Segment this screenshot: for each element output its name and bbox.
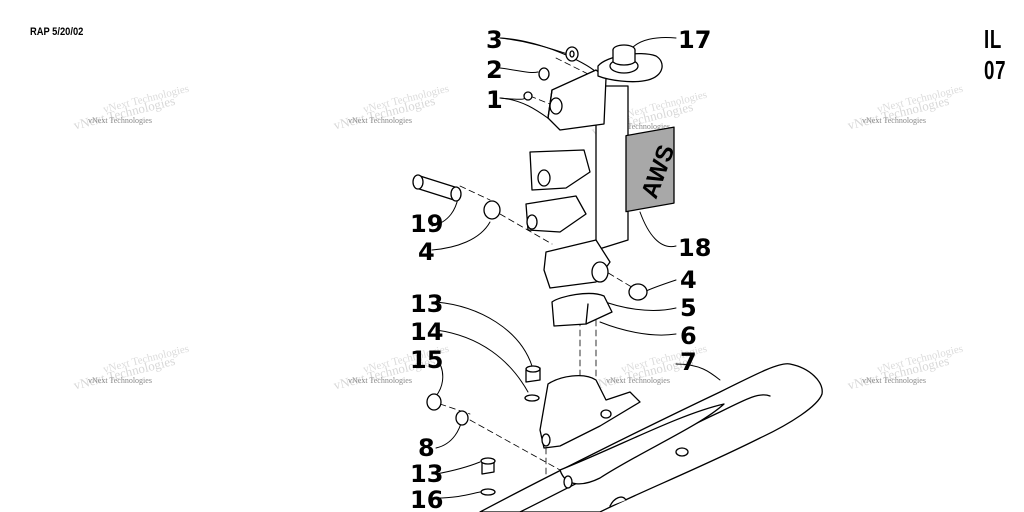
bushing-icon [426, 393, 442, 411]
watermark-text: vNext Technologies [348, 376, 412, 385]
lower-hardware [426, 365, 541, 496]
callout-number: 13 [410, 460, 443, 488]
bolt-hole-icon [537, 169, 551, 187]
watermark: vNext Technologies vNext Technologies vN… [846, 83, 990, 158]
watermark-text: vNext Technologies [348, 116, 412, 125]
watermark: vNext Technologies vNext Technologies vN… [72, 83, 216, 158]
clamp-block [543, 239, 648, 301]
watermark-text: vNext Technologies [88, 376, 152, 385]
aws-decal: AWS [625, 126, 680, 213]
callout-number: 19 [410, 210, 443, 238]
nut-icon [538, 67, 550, 81]
illustration-id: IL 07 [984, 24, 1007, 85]
bushing-icon [455, 410, 469, 426]
bushing-icon [483, 200, 501, 220]
callout-number: 4 [418, 238, 435, 266]
callout-number: 16 [410, 486, 443, 512]
rubber-cushion [551, 292, 613, 327]
washer-icon [524, 394, 540, 402]
callout-number: 1 [486, 86, 503, 114]
bushing-icon [628, 283, 648, 301]
washer-icon [480, 488, 496, 496]
callout-number: 6 [680, 322, 697, 350]
watermark: vNext Technologies vNext Technologies vN… [590, 89, 734, 164]
callout-numbers: 3 2 1 19 4 13 14 15 8 13 16 17 18 4 5 6 … [410, 26, 711, 512]
callout-number: 5 [680, 294, 697, 322]
watermark: vNext Technologies vNext Technologies vN… [332, 83, 476, 158]
small-hardware [523, 46, 579, 101]
callout-number: 4 [680, 266, 697, 294]
watermark-text: vNext Technologies [606, 376, 670, 385]
bolt-hole-icon [526, 214, 538, 230]
bushing-icon [523, 91, 533, 101]
bolt-hole-icon [563, 475, 573, 489]
spindle-column [525, 69, 629, 251]
bolt-hole-icon [549, 97, 563, 115]
callout-number: 14 [410, 318, 443, 346]
watermark-text: vNext Technologies [862, 116, 926, 125]
callout-number: 2 [486, 56, 503, 84]
callout-number: 18 [678, 234, 711, 262]
watermark-text: vNext Technologies [88, 116, 152, 125]
date-stamp: RAP 5/20/02 [30, 26, 84, 38]
watermark-text: vNext Technologies [606, 122, 670, 131]
watermark-text: vNext Technologies [862, 376, 926, 385]
watermark: vNext Technologies vNext Technologies vN… [590, 343, 734, 418]
callout-number: 15 [410, 346, 443, 374]
callout-number: 3 [486, 26, 503, 54]
bolt-hole-icon [675, 447, 689, 457]
saddle-bracket [539, 374, 641, 449]
ski [479, 363, 823, 512]
watermark: vNext Technologies vNext Technologies vN… [72, 343, 216, 418]
watermark: vNext Technologies vNext Technologies vN… [332, 343, 476, 418]
steering-arm [597, 44, 663, 83]
callout-number: 13 [410, 290, 443, 318]
callout-number: 7 [680, 348, 697, 376]
callout-number: 8 [418, 434, 435, 462]
watermark: vNext Technologies vNext Technologies vN… [846, 343, 990, 418]
callout-number: 17 [678, 26, 711, 54]
pivot-pin [412, 174, 501, 220]
